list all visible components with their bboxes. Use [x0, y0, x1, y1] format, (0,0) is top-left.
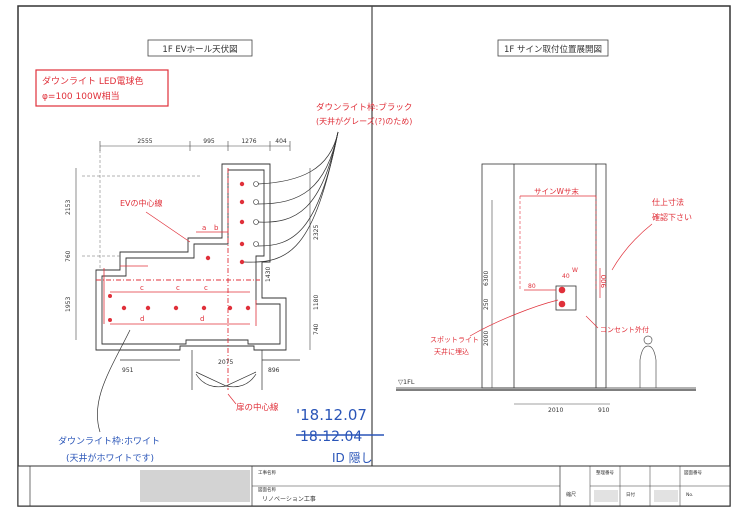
col-number: 整理番号 — [596, 469, 614, 476]
dim-top-3: 1276 — [241, 138, 256, 145]
note-box-line2: φ=100 100W相当 — [42, 90, 120, 102]
label-a: a — [202, 224, 206, 232]
dim-bottom-1: 2010 — [548, 407, 563, 414]
dim-bottom-left: 951 — [122, 367, 134, 374]
spotlight-line2: 天井に埋込 — [434, 347, 469, 356]
label-c-3: c — [204, 284, 208, 292]
col-drawing: 図面名称 — [258, 486, 276, 493]
dim-left-2: 760 — [65, 250, 72, 262]
col-drawing-no: 図面番号 — [684, 469, 702, 476]
plan-walls — [95, 163, 287, 351]
left-title: 1F EVホール天伏図 — [162, 44, 237, 55]
title-block: 工事名称 図面名称 リノベーション工事 縮尺 整理番号 日付 図面番号 No. — [17, 465, 731, 507]
sign-plate — [555, 285, 577, 311]
redaction-2 — [594, 490, 618, 502]
red-dim-marks — [103, 231, 257, 326]
elevator-doors — [120, 350, 300, 390]
dim-right-1: 2325 — [313, 225, 320, 240]
callout-bottom-line2: (天井がホワイトです) — [66, 452, 154, 464]
label-d-2: d — [200, 315, 204, 323]
redaction-1 — [140, 470, 250, 502]
person-figure — [639, 345, 657, 388]
dim-top-1: 2555 — [137, 138, 152, 145]
handwritten-notes: '18.12.07 18.12.04 ID 隠し — [296, 406, 384, 465]
ev-center-leader — [145, 211, 191, 243]
dim-right-3: 1180 — [313, 295, 320, 310]
callout-bottom-line1: ダウンライト枠:ホワイト — [58, 435, 160, 447]
id-note: ID 隠し — [332, 451, 373, 465]
dim-top-2: 995 — [203, 138, 215, 145]
label-c-1: c — [140, 284, 144, 292]
note-box-line1: ダウンライト LED電球色 — [42, 75, 144, 87]
dim-left-1: 2153 — [65, 200, 72, 215]
spotlight-leader — [469, 299, 559, 337]
guide-lines — [82, 150, 200, 270]
spotlight-2 — [558, 300, 566, 308]
dim-80: 80 — [528, 283, 536, 290]
callout-leaders-top — [243, 131, 339, 263]
col-project: 工事名称 — [258, 469, 276, 476]
label-b: b — [214, 224, 219, 232]
note-right-line2: 確認下さい — [652, 212, 692, 222]
dim-40: 40 — [562, 273, 570, 280]
right-title: 1F サイン取付位置展開図 — [504, 44, 602, 55]
downlights — [108, 181, 251, 322]
dim-top-4: 404 — [275, 138, 287, 145]
right-title-box — [497, 39, 609, 57]
col-no: No. — [686, 492, 693, 498]
left-title-box — [147, 39, 253, 57]
dim-bottom-mid: 2075 — [218, 359, 233, 366]
elevation-outline — [396, 163, 696, 389]
floor-label: ▽1FL — [398, 378, 415, 386]
dim-height: 6300 — [483, 271, 490, 286]
dim-lower: 2000 — [483, 331, 490, 346]
dim-900: 900 — [600, 275, 608, 288]
date-old: 18.12.04 — [300, 429, 362, 445]
drawing-name: リノベーション工事 — [262, 495, 316, 503]
dim-bottom-2: 910 — [598, 407, 610, 414]
ev-center-label: EVの中心線 — [120, 198, 163, 208]
callout-top-line1: ダウンライト枠:ブラック — [316, 102, 412, 113]
label-c-2: c — [176, 284, 180, 292]
right-sheet: 1F サイン取付位置展開図 ▽1FL 6300 2000 250 サインWサ末 … — [396, 39, 696, 414]
callout-bottom-leader — [96, 329, 131, 433]
dim-bottom-right: 896 — [268, 367, 280, 374]
fixture-symbols — [253, 181, 259, 247]
dim-right-4: 740 — [313, 323, 320, 335]
note-box — [35, 69, 169, 107]
dim-left-3: 1953 — [65, 297, 72, 312]
spotlight-1 — [558, 286, 566, 294]
note-right-line1: 仕上寸法 — [652, 197, 684, 207]
label-d-1: d — [140, 315, 144, 323]
sign-label: サインWサ末 — [534, 186, 579, 196]
redaction-3 — [654, 490, 678, 502]
dim-w: W — [572, 267, 578, 274]
col-date: 日付 — [626, 491, 635, 498]
left-sheet: 1F EVホール天伏図 ダウンライト LED電球色 φ=100 100W相当 ダ… — [35, 39, 412, 464]
col-scale: 縮尺 — [566, 491, 576, 498]
door-center-label: 扉の中心線 — [236, 402, 279, 413]
dim-250: 250 — [483, 298, 490, 310]
spotlight-line1: スポットライト — [430, 336, 479, 344]
date-new: '18.12.07 — [296, 406, 367, 424]
note-right-leader — [611, 223, 653, 271]
outlet-label: コンセント外付 — [600, 325, 649, 334]
callout-top-line2: (天井がグレーズ(?)のため) — [316, 116, 412, 126]
dim-right-2: 1430 — [265, 267, 272, 282]
